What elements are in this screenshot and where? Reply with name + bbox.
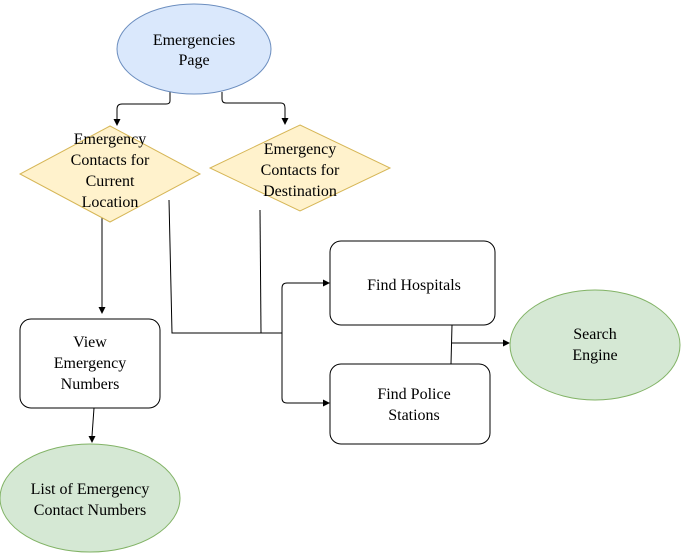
- destination-diamond: [208, 124, 392, 212]
- edge-view-to-list: [91, 407, 95, 437]
- label-line: Engine: [572, 347, 617, 364]
- node-find-hospitals: Find Hospitals: [329, 240, 496, 326]
- label-line: Numbers: [61, 376, 120, 393]
- edge-destination-to-merge: [259, 209, 262, 334]
- label-line: List of Emergency: [31, 481, 150, 498]
- label-line: Find Hospitals: [367, 277, 461, 294]
- arrowhead-merge-to-police: [323, 399, 330, 407]
- arrowhead-page-to-current: [113, 119, 121, 126]
- list-numbers-ellipse: [0, 443, 181, 553]
- label-line: Find Police: [377, 386, 450, 403]
- label-line: Search: [573, 326, 617, 343]
- current-location-diamond: [18, 125, 202, 223]
- label-line: Emergency: [74, 131, 147, 148]
- edges: [88, 92, 510, 443]
- edge-page-to-destination: [221, 92, 286, 118]
- find-hospitals-label: Find Hospitals: [367, 277, 461, 294]
- arrowhead-view-to-list: [88, 436, 96, 443]
- label-line: Stations: [388, 407, 440, 424]
- arrowhead-merge-to-hospitals: [323, 279, 330, 287]
- start-ellipse: [116, 3, 272, 95]
- arrowhead-finders-to-search: [503, 339, 510, 347]
- search-engine-ellipse: [509, 289, 681, 401]
- label-line: Page: [178, 52, 209, 69]
- arrowhead-page-to-destination: [281, 118, 289, 125]
- view-numbers-box: [19, 318, 161, 409]
- find-police-box: [329, 363, 491, 445]
- find-hospitals-box: [329, 240, 496, 326]
- edge-finders-to-search: [450, 324, 503, 365]
- edge-merge-to-hospitals: [281, 282, 323, 333]
- label-line: Emergency: [264, 141, 337, 158]
- edge-page-to-current: [116, 92, 171, 119]
- edge-current-to-merge: [168, 199, 282, 334]
- label-line: Current: [86, 173, 135, 190]
- label-line: Emergencies: [153, 32, 235, 49]
- label-line: Contacts for: [261, 162, 340, 179]
- label-line: View: [73, 334, 107, 351]
- edge-merge-to-police: [281, 333, 323, 404]
- label-line: Emergency: [54, 355, 127, 372]
- arrowhead-current-to-view: [98, 307, 106, 314]
- label-line: Contact Numbers: [34, 502, 146, 519]
- label-line: Location: [82, 194, 139, 211]
- label-line: Destination: [263, 183, 337, 200]
- label-line: Contacts for: [71, 152, 150, 169]
